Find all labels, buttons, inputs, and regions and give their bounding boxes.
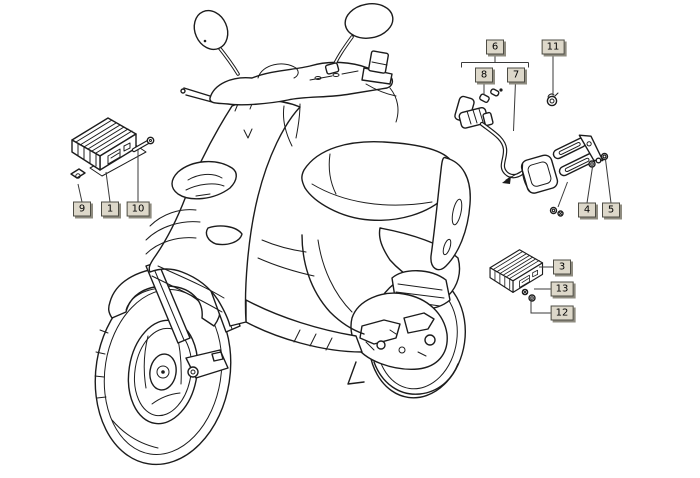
callout-10[interactable]: 10 — [126, 201, 150, 217]
part-clip — [546, 92, 559, 107]
callout-6[interactable]: 6 — [486, 39, 504, 55]
screw — [549, 206, 558, 215]
callout-12[interactable]: 12 — [550, 305, 574, 321]
part-ht-wire — [479, 121, 528, 179]
engine — [347, 270, 451, 385]
callout-8[interactable]: 8 — [475, 67, 493, 83]
handlebar — [180, 50, 399, 123]
callout-1[interactable]: 1 — [101, 201, 119, 217]
part-regulator-front — [70, 117, 155, 179]
callout-9[interactable]: 9 — [73, 201, 91, 217]
washer — [595, 157, 602, 164]
frame — [301, 234, 365, 335]
callout-11[interactable]: 11 — [541, 39, 565, 55]
nut — [600, 152, 609, 161]
part-bracket — [549, 134, 609, 217]
scooter-illustration — [94, 3, 471, 466]
callout-5[interactable]: 5 — [602, 202, 620, 218]
seat — [301, 141, 471, 271]
part-regulator-rear — [489, 249, 544, 302]
mount-arrow — [502, 171, 521, 184]
part-ignition-coil — [520, 154, 559, 194]
callout-13[interactable]: 13 — [550, 281, 574, 297]
mirrors — [193, 3, 394, 76]
front-wheel — [94, 278, 232, 466]
leader-lines — [77, 55, 612, 314]
floorboard — [245, 299, 363, 353]
front-shield — [145, 93, 315, 327]
callout-4[interactable]: 4 — [578, 202, 596, 218]
callout-3[interactable]: 3 — [553, 259, 571, 275]
bolt-head — [146, 136, 155, 145]
callout-7[interactable]: 7 — [507, 67, 525, 83]
